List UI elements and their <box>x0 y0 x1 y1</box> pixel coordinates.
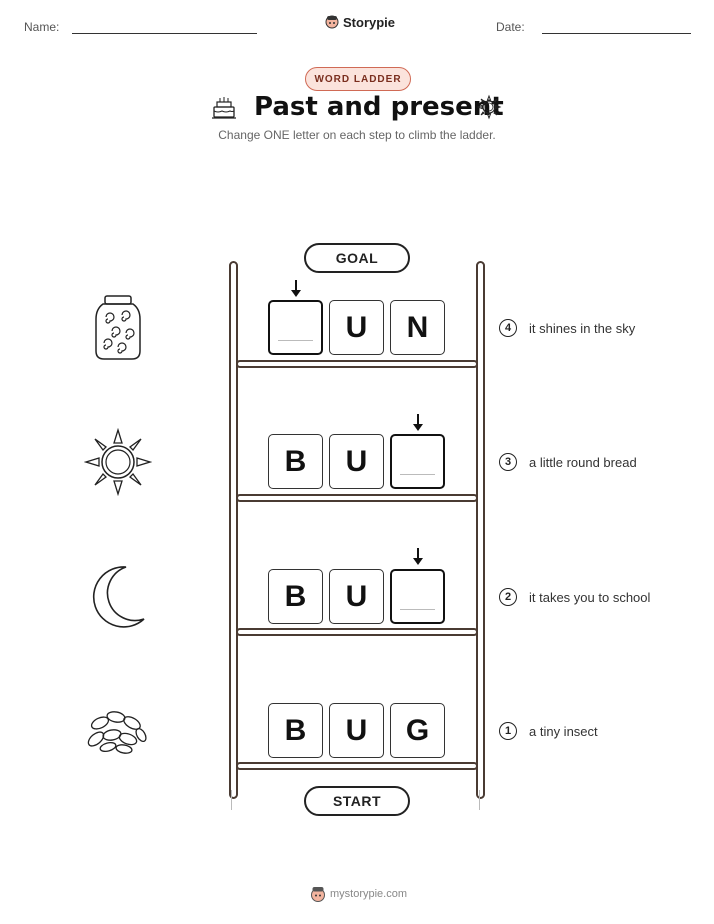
letter-tile-blank[interactable] <box>268 300 323 355</box>
sun-small-icon <box>476 94 502 120</box>
brand-name: Storypie <box>343 14 396 30</box>
cake-icon <box>212 97 236 119</box>
moon-icon <box>92 566 145 628</box>
ladder-rung <box>236 494 478 502</box>
storypie-mascot-icon <box>311 887 325 902</box>
arrow-down-icon <box>291 280 301 297</box>
goal-label: GOAL <box>304 243 410 273</box>
clue-text: it takes you to school <box>529 590 651 605</box>
arrow-down-icon <box>413 414 423 431</box>
page-title: Past and present <box>254 92 504 122</box>
footer: mystorypie.com <box>310 885 407 903</box>
clue-text: a little round bread <box>529 455 637 470</box>
letter-tile: B <box>268 703 323 758</box>
clue-text: it shines in the sky <box>529 321 636 336</box>
footer-url[interactable]: mystorypie.com <box>330 888 408 900</box>
ladder-rung <box>236 360 478 368</box>
letter-tile: G <box>390 703 445 758</box>
seeds-icon <box>87 711 147 754</box>
letter-tile-blank[interactable] <box>390 434 445 489</box>
ladder-rail-right-shadow <box>479 790 480 810</box>
letter-tile: U <box>329 434 384 489</box>
name-line[interactable] <box>72 33 257 34</box>
sun-icon <box>84 428 152 496</box>
step-number: 1 <box>499 722 517 740</box>
clue-text: a tiny insect <box>529 724 598 739</box>
jar-icon <box>95 295 141 360</box>
ladder-rail-left-shadow <box>231 790 232 810</box>
date-label: Date: <box>496 20 525 34</box>
start-label: START <box>304 786 410 816</box>
letter-tile: B <box>268 569 323 624</box>
letter-tile: U <box>329 300 384 355</box>
step-number: 3 <box>499 453 517 471</box>
letter-tile-blank[interactable] <box>390 569 445 624</box>
letter-tile: U <box>329 569 384 624</box>
ladder-rung <box>236 628 478 636</box>
word-ladder-badge: WORD LADDER <box>305 67 411 91</box>
ladder-rung <box>236 762 478 770</box>
brand-logo: Storypie <box>325 14 395 30</box>
letter-tile: N <box>390 300 445 355</box>
step-number: 2 <box>499 588 517 606</box>
date-line[interactable] <box>542 33 691 34</box>
letter-tile: U <box>329 703 384 758</box>
name-label: Name: <box>24 20 60 34</box>
instructions: Change ONE letter on each step to climb … <box>218 128 496 142</box>
step-number: 4 <box>499 319 517 337</box>
arrow-down-icon <box>413 548 423 565</box>
storypie-mascot-icon <box>325 15 339 29</box>
ladder-rail-right <box>476 261 485 799</box>
letter-tile: B <box>268 434 323 489</box>
ladder-rail-left <box>229 261 238 799</box>
